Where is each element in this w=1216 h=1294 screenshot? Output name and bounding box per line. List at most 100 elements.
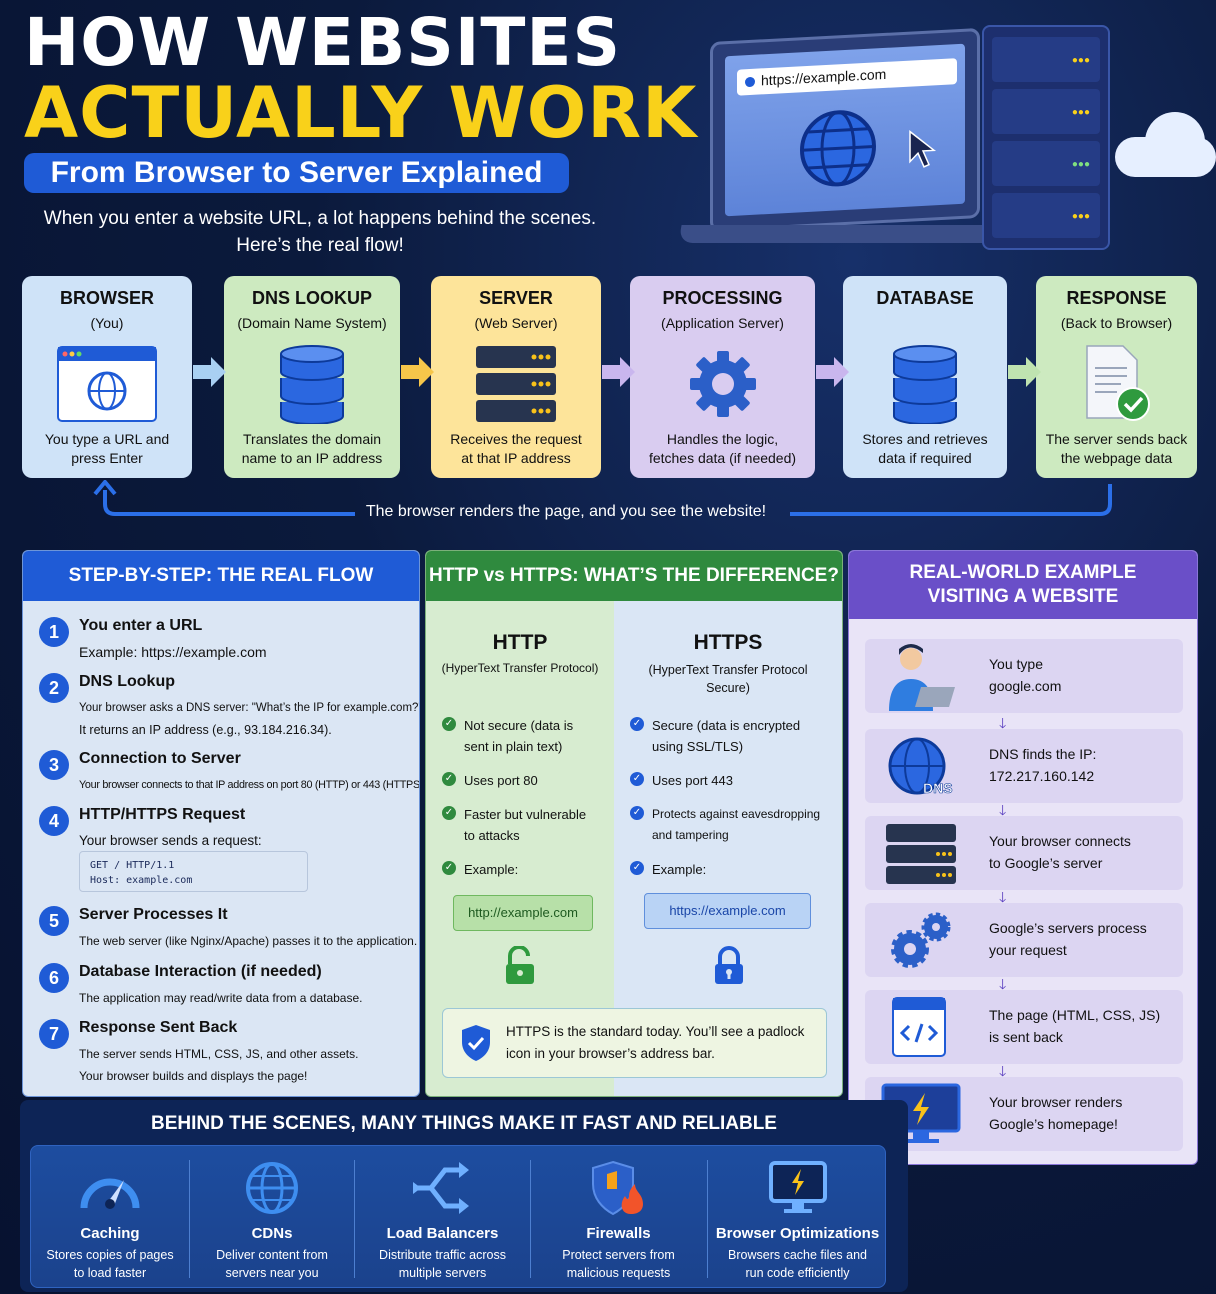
example-text: DNS finds the IP: [989,746,1097,762]
card-title: RESPONSE [1066,288,1167,308]
card-desc: name to an IP address [241,450,383,466]
http-url-example[interactable]: http://example.com [453,895,593,931]
shield-fire-icon [591,1160,643,1216]
code-line: GET / HTTP/1.1 [90,860,175,871]
card-subtitle: (Domain Name System) [237,315,387,331]
arrow-right-icon [401,357,434,387]
check-icon: ✓ [442,772,456,786]
laptop-illustration: https://example.com [678,27,1002,260]
http-vs-https-panel: HTTP vs HTTPS: WHAT’S THE DIFFERENCE? HT… [425,550,843,1097]
http-point: ✓Example: [442,859,518,880]
step-desc-line: The server sends HTML, CSS, JS, and othe… [79,1047,359,1061]
example-text: google.com [989,678,1062,694]
section-title: BEHIND THE SCENES, MANY THINGS MAKE IT F… [151,1113,777,1134]
panel-header: HTTP vs HTTPS: WHAT’S THE DIFFERENCE? [426,551,842,601]
title-line-2: ACTUALLY WORK [24,72,698,154]
dns-globe-icon: DNS [888,737,953,796]
locked-padlock-icon [715,946,743,984]
feature-title: Firewalls [586,1225,651,1242]
step-title: Response Sent Back [79,1019,238,1036]
subtitle-pill: From Browser to Server Explained [24,153,569,193]
step-desc: The server sends HTML, CSS, JS, and othe… [79,1043,358,1087]
feature-desc-line: Deliver content from [216,1248,328,1262]
step-title: Server Processes It [79,906,228,923]
card-desc: You type a URL and [44,431,170,447]
check-icon: ✓ [442,806,456,820]
step-title: DNS Lookup [79,673,175,690]
point-text: using SSL/TLS) [652,739,744,754]
step-number: 6 [39,963,69,993]
arrow-down-icon: 🡓 [999,976,1007,992]
step-desc-line: It returns an IP address (e.g., 93.184.2… [79,723,332,737]
card-desc: Receives the request [450,431,582,447]
example-text: your request [989,942,1067,958]
arrow-down-icon: 🡓 [999,715,1007,731]
step-number: 1 [39,617,69,647]
server-icon [886,824,956,884]
card-desc: data if required [878,450,972,466]
intro-line-1: When you enter a website URL, a lot happ… [43,208,597,229]
check-icon: ✓ [442,717,456,731]
arrow-down-icon: 🡓 [999,1063,1007,1079]
divider [189,1160,190,1278]
example-text: is sent back [989,1029,1063,1045]
feature-desc: Distribute traffic across multiple server… [355,1246,530,1282]
gears-icon [891,912,951,968]
globe-icon [800,110,876,187]
intro-text: When you enter a website URL, a lot happ… [20,205,620,259]
step-title: You enter a URL [79,617,203,634]
https-url-example[interactable]: https://example.com [644,893,811,929]
example-text: Google’s homepage! [989,1116,1118,1132]
example-step: The page (HTML, CSS, JS)is sent back [865,990,1183,1064]
check-icon: ✓ [630,772,644,786]
feature-desc-line: Distribute traffic across [379,1248,506,1262]
point-text: and tampering [652,828,729,842]
arrow-right-icon [602,357,635,387]
card-desc: Translates the domain [243,431,381,447]
panel-title-line: REAL-WORLD EXAMPLE [909,562,1137,583]
monitor-lightning-icon [768,1161,827,1213]
card-desc: Stores and retrieves [862,431,988,447]
arrow-right-icon [193,357,226,387]
code-line: Host: example.com [90,875,193,886]
point-text: Faster but vulnerable [464,807,587,822]
feature-desc-line: multiple servers [398,1266,487,1280]
feature-title: Caching [80,1225,140,1242]
example-text: 172.217.160.142 [989,768,1095,784]
step-number: 3 [39,750,69,780]
cursor-icon [909,130,937,168]
https-point: ✓Uses port 443 [630,770,733,791]
panel-header: STEP-BY-STEP: THE REAL FLOW [23,551,419,601]
step-desc-line: Your browser builds and displays the pag… [79,1069,308,1083]
card-desc: press Enter [71,450,143,466]
feature-desc-line: Protect servers from [562,1248,675,1262]
panel-title-line: VISITING A WEBSITE [927,586,1119,607]
step-desc: Your browser sends a request: [79,833,262,848]
example-text: Google’s servers process [989,920,1147,936]
database-icon [893,345,957,424]
card-subtitle [843,315,1007,331]
card-desc: The server sends back [1045,431,1188,447]
arrow-right-icon [1008,357,1041,387]
card-title: SERVER [479,288,553,308]
title-line-1: HOW WEBSITES [24,4,622,81]
shield-check-icon [462,1025,490,1061]
card-desc: at that IP address [461,450,571,466]
panel-header: REAL-WORLD EXAMPLE VISITING A WEBSITE [849,551,1197,619]
real-world-example-panel: REAL-WORLD EXAMPLE VISITING A WEBSITE You… [848,550,1198,1165]
example-text: Your browser connects [989,833,1131,849]
server-rack-illustration: ●●● ●●● ●●● ●●● [982,25,1110,250]
